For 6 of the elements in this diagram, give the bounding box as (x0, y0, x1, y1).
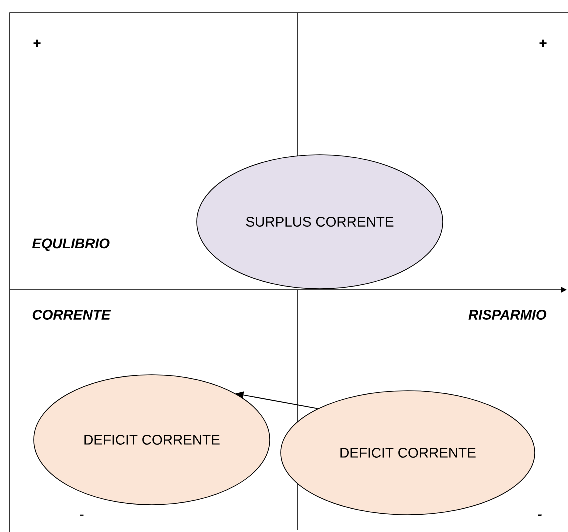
label: + (34, 40, 41, 47)
label: - (538, 514, 542, 516)
label: EQULIBRIO (32, 238, 110, 252)
label: CORRENTE (32, 310, 112, 320)
label: + (540, 40, 547, 47)
label: RISPARMIO (468, 310, 547, 320)
